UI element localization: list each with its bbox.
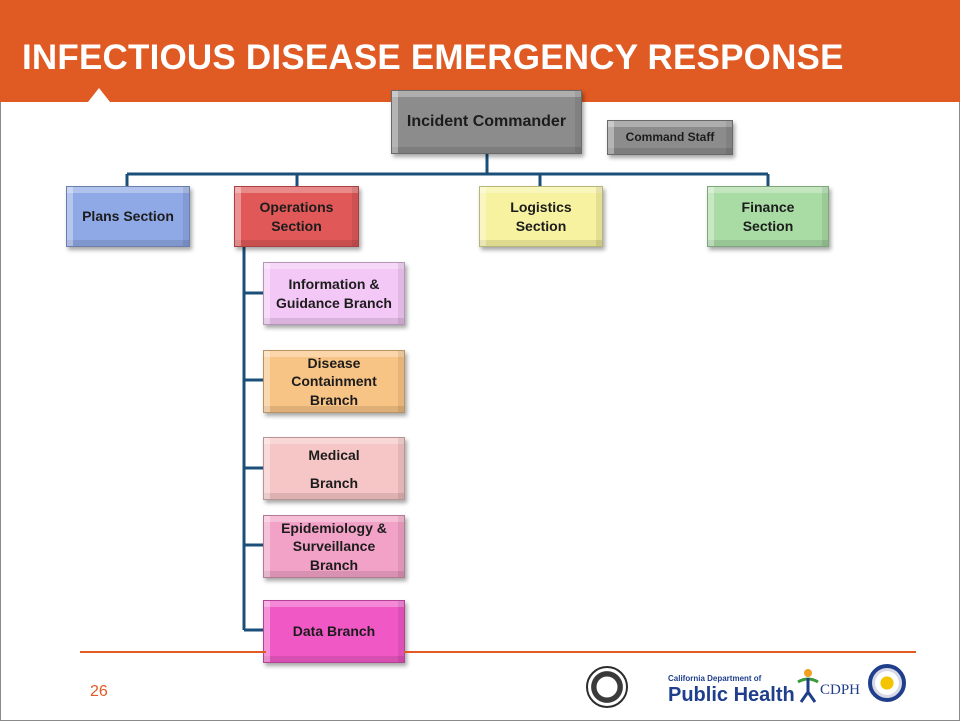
branch-label-line: Disease bbox=[307, 355, 361, 372]
section-label-line: Operations bbox=[259, 199, 334, 216]
incident-commander-label: Incident Commander bbox=[406, 112, 567, 130]
slide-header: INFECTIOUS DISEASE EMERGENCY RESPONSE bbox=[0, 0, 960, 102]
command-staff-label: Command Staff bbox=[625, 129, 715, 144]
footer-divider-left bbox=[80, 651, 266, 653]
header-notch bbox=[88, 88, 110, 102]
branch-label: Data Branch bbox=[293, 622, 375, 640]
branch-label-line: Branch bbox=[309, 474, 359, 491]
branch-label-line: Branch bbox=[309, 391, 359, 408]
branch-label-line: Guidance Branch bbox=[276, 294, 392, 311]
section-label-line: Section bbox=[742, 217, 794, 234]
emsa-seal-icon bbox=[868, 664, 906, 702]
section-label-line: Plans Section bbox=[82, 208, 174, 225]
branch-data-box: Data Branch bbox=[263, 600, 405, 663]
branch-label-line: Information & bbox=[288, 276, 380, 293]
command-staff-box: Command Staff bbox=[607, 120, 733, 155]
branch-label-line: Branch bbox=[309, 556, 359, 573]
branch-label: Information &Guidance Branch bbox=[276, 275, 392, 311]
branch-label-line: Containment bbox=[291, 373, 377, 390]
page-number: 26 bbox=[90, 683, 108, 700]
branch-label-line: Surveillance bbox=[292, 538, 376, 555]
branch-label-line: Epidemiology & bbox=[281, 520, 387, 537]
cdph-figure-icon bbox=[797, 669, 819, 703]
section-label-line: Section bbox=[271, 217, 322, 234]
section-label-line: Section bbox=[515, 217, 567, 234]
cdph-abbrev-logo: CDPH bbox=[820, 682, 861, 698]
cdph-logo-big-text: Public Health bbox=[668, 684, 795, 706]
section-label: Plans Section bbox=[82, 207, 174, 225]
slide-title: INFECTIOUS DISEASE EMERGENCY RESPONSE bbox=[22, 38, 844, 77]
section-label-line: Finance bbox=[741, 199, 795, 216]
footer-divider-right bbox=[404, 651, 916, 653]
branch-label-line: Medical bbox=[308, 446, 360, 463]
alameda-county-public-health-seal-icon bbox=[586, 666, 628, 708]
cdph-logo-small-text: California Department of bbox=[668, 674, 762, 683]
branch-label-line: Data Branch bbox=[292, 623, 376, 640]
branch-information-guidance-box: Information &Guidance Branch bbox=[263, 262, 405, 325]
section-label-line: Logistics bbox=[510, 199, 572, 216]
incident-commander-box: Incident Commander bbox=[391, 90, 582, 154]
section-plans-box: Plans Section bbox=[66, 186, 190, 247]
